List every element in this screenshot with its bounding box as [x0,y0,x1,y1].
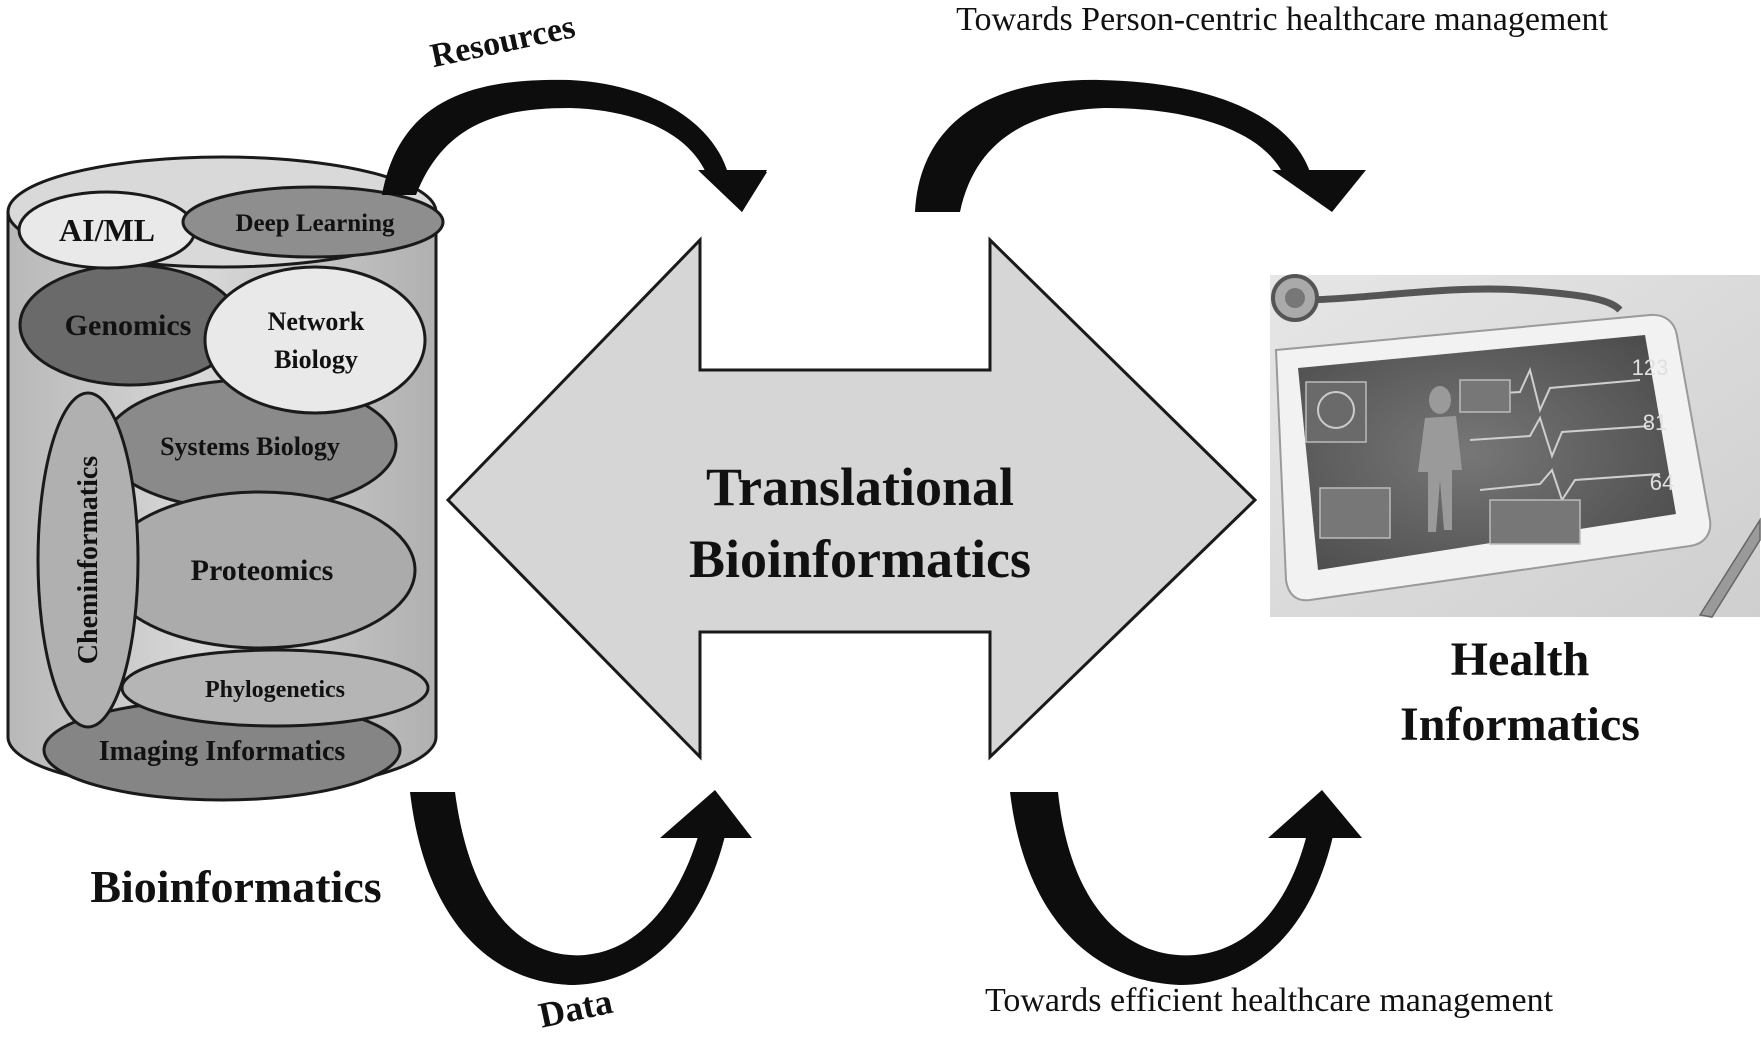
data-label: Data [535,981,616,1036]
network-biology-label-line2: Biology [274,345,358,374]
stethoscope-icon [1299,285,1623,313]
genomics-label: Genomics [65,309,192,342]
ai-ml-label: AI/ML [59,212,155,248]
person-centric-curved-arrow [915,79,1366,212]
resources-curved-arrow [382,79,767,212]
translational-title-line2: Bioinformatics [689,529,1031,589]
health-informatics-title-line2: Informatics [1400,698,1640,751]
bioinformatics-cylinder: Imaging Informatics Systems Biology Prot… [6,155,445,802]
data-curved-arrow [410,790,752,985]
bioinformatics-title: Bioinformatics [90,861,381,912]
person-centric-label: Towards Person-centric healthcare manage… [956,1,1608,38]
systems-biology-label: Systems Biology [160,432,340,461]
cheminformatics-label: Cheminformatics [73,456,104,665]
network-biology-label-line1: Network [268,307,365,336]
efficient-label: Towards efficient healthcare management [985,982,1554,1019]
readout-2: 81 [1643,410,1667,435]
ellipse-cheminformatics [36,391,140,729]
pen-icon [1698,517,1761,618]
tablet-screen [1298,335,1676,570]
efficient-curved-arrow [1010,790,1362,985]
translational-double-arrow [445,236,1258,761]
readout-1: 123 [1632,355,1669,380]
resources-label: Resources [427,8,578,75]
ellipse-deep-learning [181,185,445,259]
imaging-informatics-label: Imaging Informatics [99,736,346,767]
proteomics-label: Proteomics [191,554,334,587]
deep-learning-label: Deep Learning [235,210,395,237]
health-informatics-title-line1: Health [1451,633,1590,686]
translational-title-line1: Translational [706,457,1014,517]
phylogenetics-label: Phylogenetics [205,677,345,703]
ellipse-phylogenetics [120,648,430,728]
ellipse-network-biology [203,265,427,415]
readout-3: 64 [1650,470,1674,495]
tablet-health-monitor-icon: 123 81 64 [1270,274,1761,618]
